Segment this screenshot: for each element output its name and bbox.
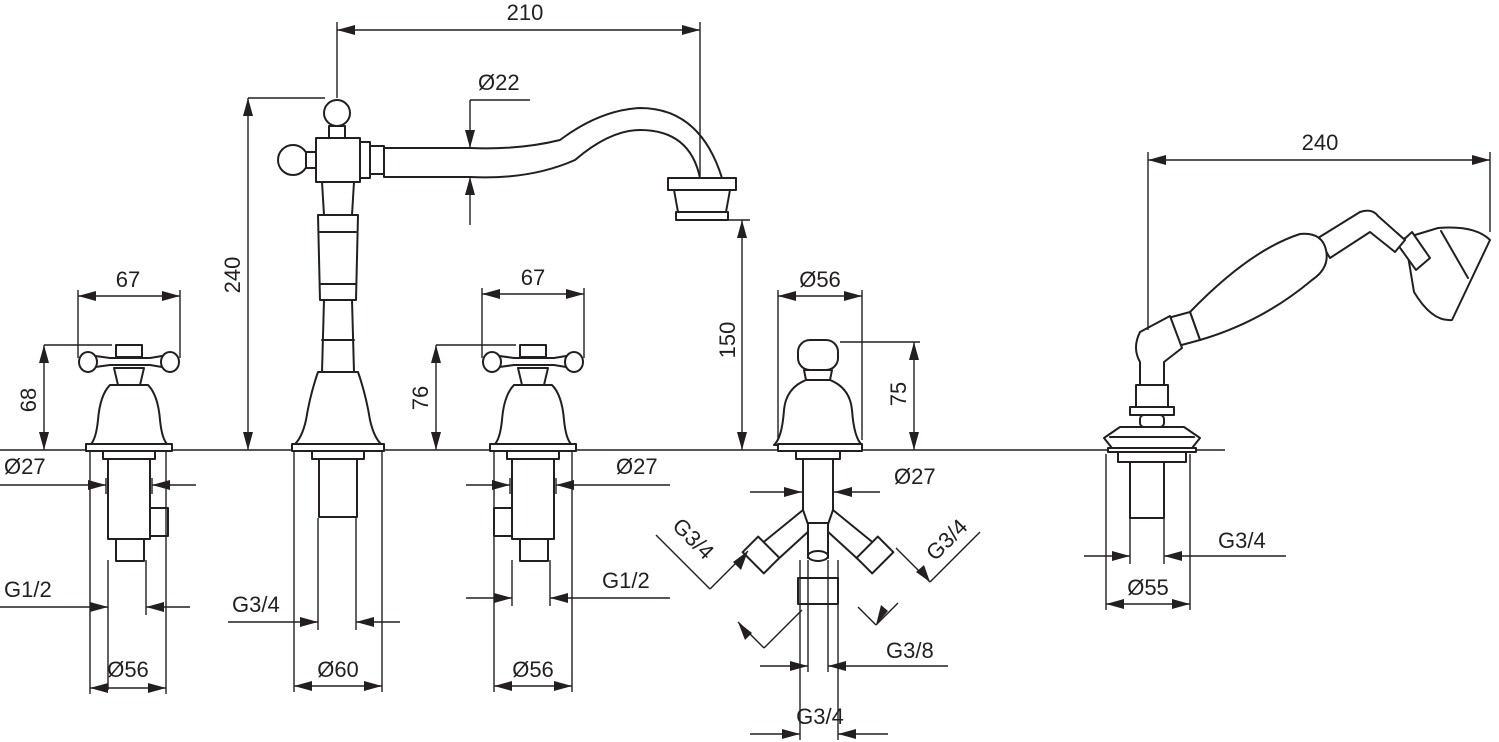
right-stem-diameter-label: Ø27 bbox=[616, 454, 658, 479]
shower-base-diameter-label: Ø55 bbox=[1127, 575, 1169, 600]
diverter-right-thread-label: G3/4 bbox=[921, 514, 972, 565]
diverter-stem-diameter-label: Ø27 bbox=[894, 464, 936, 489]
diverter-center-thread-label: G3/8 bbox=[886, 638, 934, 663]
right-valve-width-label: 67 bbox=[521, 265, 545, 290]
hand-shower bbox=[1103, 209, 1491, 519]
spout-pipe-diameter-label: Ø22 bbox=[478, 70, 520, 95]
shower-length-label: 240 bbox=[1302, 130, 1339, 155]
left-valve-height-label: 68 bbox=[16, 388, 41, 412]
spout-reach-label: 210 bbox=[507, 0, 544, 25]
left-stem-diameter-label: Ø27 bbox=[4, 454, 46, 479]
diverter-bottom-thread-label: G3/4 bbox=[796, 704, 844, 729]
diverter bbox=[741, 339, 895, 605]
spout-outlet-height-label: 150 bbox=[715, 322, 740, 359]
spout-total-height-label: 240 bbox=[220, 257, 245, 294]
spout-base-diameter-label: Ø60 bbox=[317, 657, 359, 682]
right-valve bbox=[482, 344, 584, 562]
shower-thread-label: G3/4 bbox=[1218, 528, 1266, 553]
left-valve bbox=[78, 344, 180, 562]
left-base-diameter-label: Ø56 bbox=[107, 657, 149, 682]
spout-thread-label: G3/4 bbox=[232, 592, 280, 617]
right-thread-label: G1/2 bbox=[602, 568, 650, 593]
left-thread-label: G1/2 bbox=[4, 577, 52, 602]
right-valve-height-label: 76 bbox=[408, 386, 433, 410]
spout-body bbox=[277, 99, 737, 518]
left-valve-width-label: 67 bbox=[116, 267, 140, 292]
dimension-lines bbox=[0, 22, 1491, 740]
diverter-height-label: 75 bbox=[886, 382, 911, 406]
diverter-diameter-label: Ø56 bbox=[799, 267, 841, 292]
right-base-diameter-label: Ø56 bbox=[512, 657, 554, 682]
diverter-left-thread-label: G3/4 bbox=[668, 513, 719, 564]
